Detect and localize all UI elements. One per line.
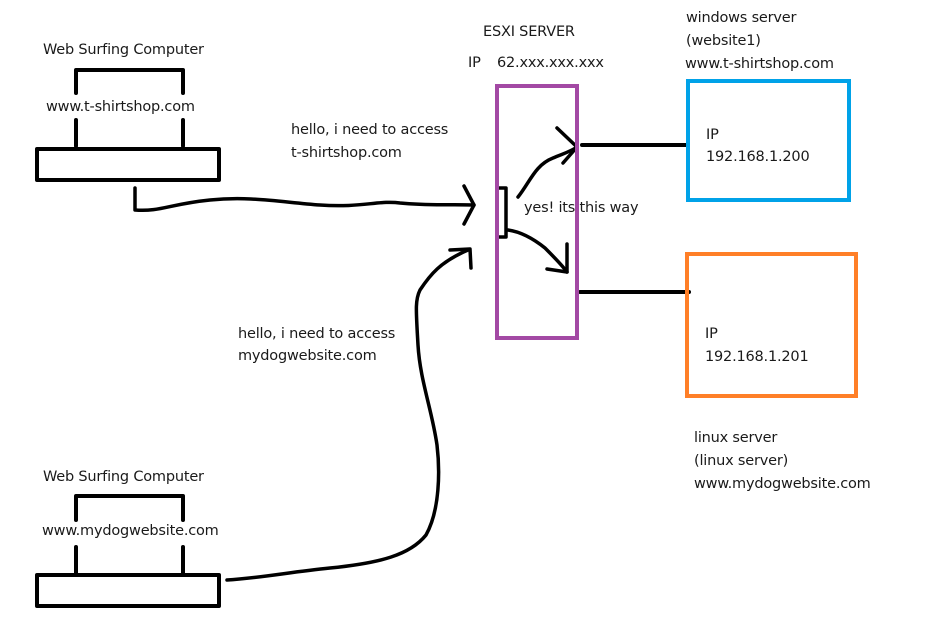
route-down-arrow [506,228,569,274]
windows-server-box [686,79,851,202]
esxi-routing-note: yes! its this way [524,200,639,216]
windows-server-name: windows server [686,10,797,26]
top-computer-base [35,147,221,182]
bottom-computer-monitor [74,494,185,575]
bottom-request-arrowhead [448,247,473,270]
linux-server-url: www.mydogwebsite.com [694,476,871,492]
esxi-ip-label: IP [468,55,481,71]
top-request-line1: hello, i need to access [291,122,449,138]
linux-server-box [685,252,858,398]
linux-server-ip-value: 192.168.1.201 [705,349,809,365]
bottom-computer-title: Web Surfing Computer [43,469,204,485]
bottom-request-line1: hello, i need to access [238,326,396,342]
windows-server-url: www.t-shirtshop.com [685,56,834,72]
top-computer-screen-text: www.t-shirtshop.com [46,99,195,115]
esxi-ip-value: 62.xxx.xxx.xxx [497,55,604,71]
windows-server-ip-value: 192.168.1.200 [706,149,810,165]
esxi-title: ESXI SERVER [483,24,575,40]
route-up-arrow [516,145,579,199]
linux-server-name: linux server [694,430,778,446]
windows-server-ip-label: IP [706,127,719,143]
bottom-request-line2: mydogwebsite.com [238,348,377,364]
top-request-line2: t-shirtshop.com [291,145,402,161]
esxi-server-box [495,84,579,340]
windows-server-site-label: (website1) [686,33,761,49]
bottom-computer-screen-text: www.mydogwebsite.com [42,523,219,539]
top-request-arrowhead [462,184,476,226]
top-request-arrow [133,186,476,213]
bottom-request-arrow [225,248,470,582]
bottom-computer-base [35,573,221,608]
linux-server-site-label: (linux server) [694,453,789,469]
esxi-bracket [495,186,508,239]
top-computer-monitor [74,68,185,148]
route-down-arrowhead [545,242,569,274]
top-computer-title: Web Surfing Computer [43,42,204,58]
linux-server-ip-label: IP [705,326,718,342]
